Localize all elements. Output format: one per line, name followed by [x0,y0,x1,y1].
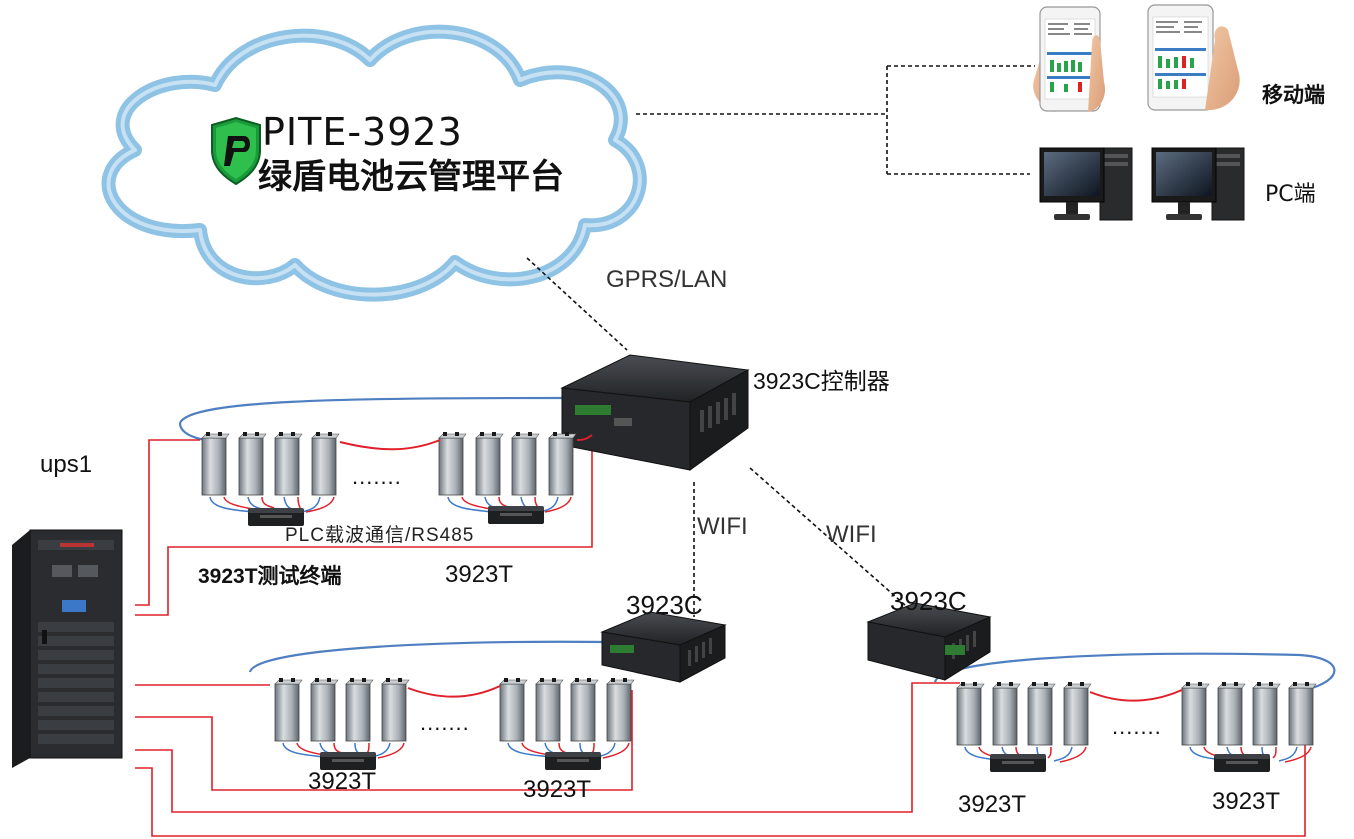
battery-string-top [201,432,593,526]
ellipsis-top: ....... [352,464,402,489]
shield-logo-icon [211,116,261,186]
mobile-client-label: 移动端 [1262,83,1325,107]
controller-right [866,602,992,681]
battery-string-bottom-left [274,678,635,770]
mobile-client-1 [1033,6,1106,112]
controller-left [600,611,727,683]
controller-right-label: 3923C [890,586,967,616]
battery-string-bottom-right [956,682,1317,772]
ellipsis-bottom-right: ....... [1112,714,1162,739]
ring-top [178,396,605,431]
ups-label: ups1 [40,451,93,478]
terminal-bot-right-label: 3923T [1212,788,1281,815]
power-lines [135,439,1306,837]
platform-subtitle: 绿盾电池云管理平台 [258,157,564,197]
terminal-mid-right-label: 3923T [523,776,592,803]
terminal-desc-label: 3923T测试终端 [198,565,342,588]
terminal-bot-left-label: 3923T [958,791,1027,818]
pc-client-label: PC端 [1265,182,1316,207]
wifi-right-label: WIFI [826,521,877,548]
pc-client-2 [1151,147,1245,221]
plc-label: PLC载波通信/RS485 [285,525,475,546]
gprs-lan-link [526,257,628,351]
controller-main [560,354,750,471]
ups-cabinet [12,529,123,768]
ring-bottom-left [248,640,645,673]
platform-title: PITE-3923 [262,110,463,154]
pc-client-1 [1039,147,1133,221]
gprs-lan-label: GPRS/LAN [606,266,728,293]
mobile-client-2 [1147,4,1240,111]
controller-left-label: 3923C [626,590,703,620]
terminal-top-label: 3923T [445,561,514,588]
wifi-left-label: WIFI [697,513,748,540]
cloud-platform [101,24,647,302]
terminal-mid-left-label: 3923T [308,768,377,795]
dashed-links [526,65,1035,617]
main-controller-label: 3923C控制器 [753,368,890,394]
ellipsis-bottom-left: ....... [420,710,470,735]
